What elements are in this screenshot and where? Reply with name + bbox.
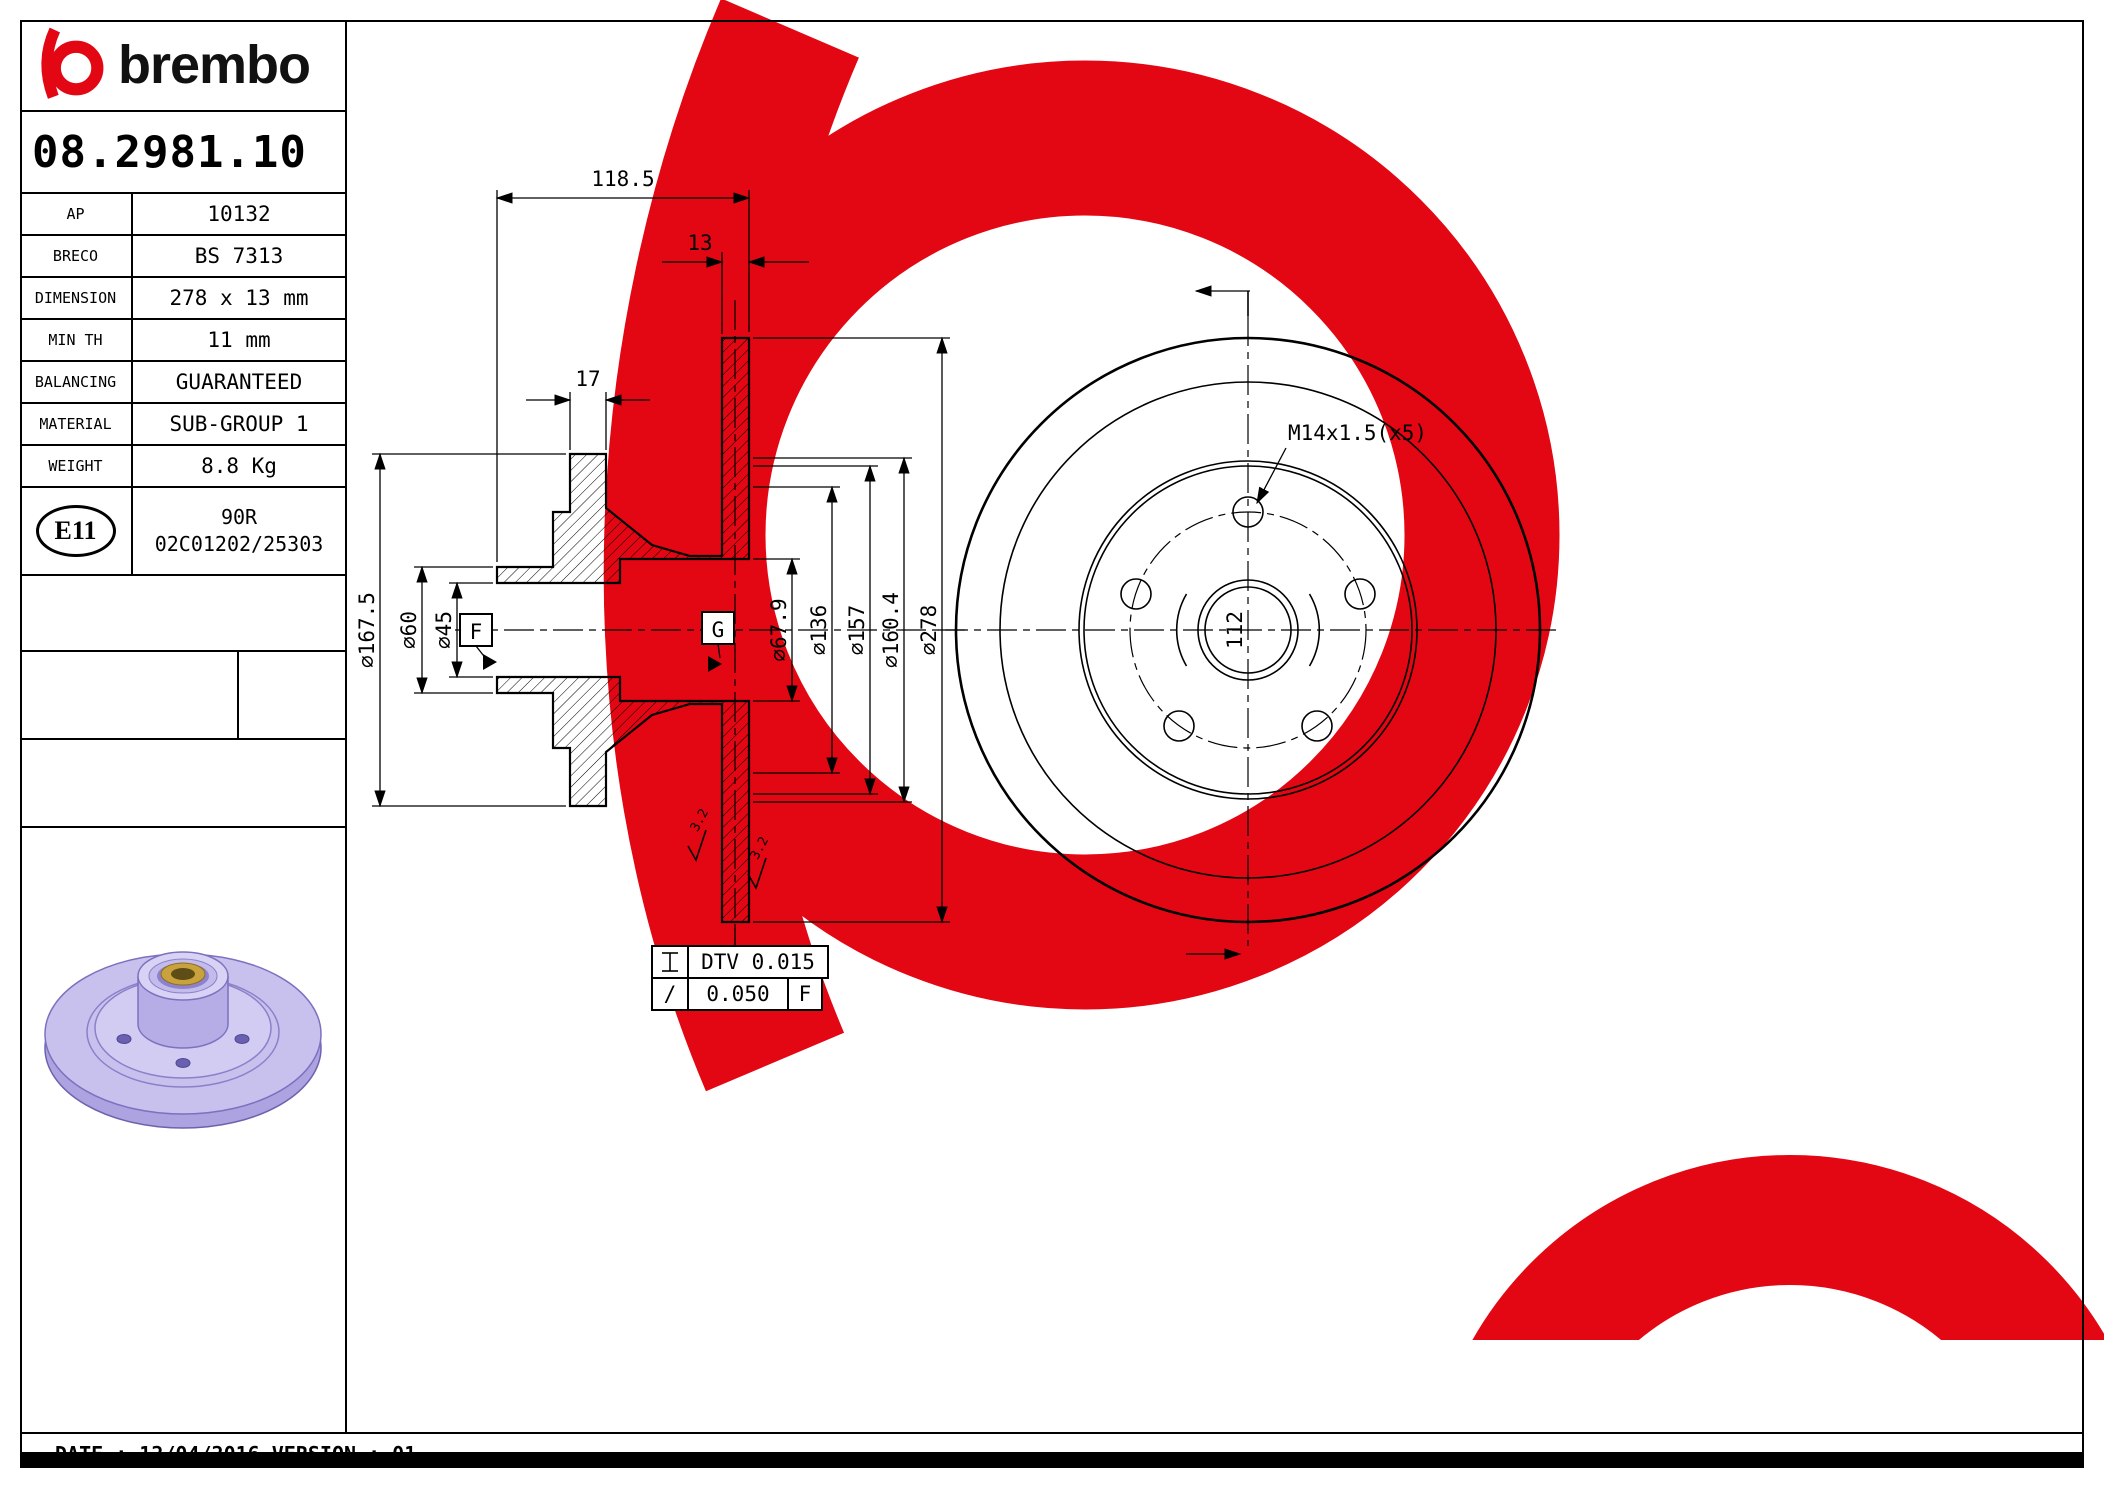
- cross-section-view: [495, 336, 751, 924]
- spec-row-weight: WEIGHT 8.8 Kg: [20, 446, 345, 488]
- spec-row-min-th: MIN TH 11 mm: [20, 320, 345, 362]
- dim-pilot-diameter: ⌀60: [397, 565, 493, 695]
- dim-hat-diameter: ⌀157: [753, 464, 878, 796]
- spec-row-dimension: DIMENSION 278 x 13 mm: [20, 278, 345, 320]
- spec-label: BRECO: [20, 236, 133, 276]
- dim-disc-thickness: 13: [662, 231, 809, 334]
- spec-value: 10132: [207, 202, 271, 226]
- friction-band-circle: [999, 381, 1497, 879]
- spec-label: WEIGHT: [20, 446, 133, 486]
- runout-symbol-icon: /: [664, 982, 677, 1006]
- footer-divider: [20, 1432, 2084, 1434]
- product-render-cell: [20, 828, 345, 1432]
- dim-flange-width: 17: [526, 367, 650, 450]
- thread-label: M14x1.5(x5): [1288, 421, 1427, 445]
- datum-g: G: [701, 611, 735, 672]
- spec-value: SUB-GROUP 1: [169, 412, 309, 436]
- dim-hat-inner-diameter: ⌀136: [753, 485, 840, 775]
- spec-value: 278 x 13 mm: [169, 286, 309, 310]
- bolt-hole: [1163, 710, 1195, 742]
- homologation-line1: 90R: [220, 505, 258, 529]
- dim-label-d278: ⌀278: [917, 605, 941, 656]
- spec-value: 11 mm: [207, 328, 271, 352]
- spec-panel: brembo 08.2981.10 AP 10132 BRECO BS 7313…: [20, 20, 347, 1432]
- runout-value: 0.050: [706, 982, 769, 1006]
- dim-total-width: 118.5: [495, 167, 751, 562]
- bottom-bar: [20, 1452, 2084, 1468]
- dim-label-17: 17: [575, 367, 600, 391]
- dim-label-d167-5: ⌀167.5: [355, 592, 379, 668]
- dim-label-13: 13: [687, 231, 712, 255]
- spec-value: 8.8 Kg: [201, 454, 277, 478]
- hub-section-lower: [495, 675, 751, 924]
- brand-header: brembo: [20, 20, 345, 112]
- dtv-symbol-icon: [662, 952, 678, 972]
- disc-3d-render: [43, 951, 322, 1129]
- dim-label-d67-9: ⌀67.9: [767, 598, 791, 661]
- bolt-hole: [1344, 578, 1376, 610]
- datum-triangle-icon: [708, 656, 722, 672]
- hub-section-upper: [495, 336, 751, 585]
- datum-f: F: [459, 613, 497, 670]
- bolt-hole: [1301, 710, 1333, 742]
- spec-row-ap: AP 10132: [20, 194, 345, 236]
- datum-g-label: G: [712, 618, 725, 642]
- dim-center-diameter: ⌀67.9: [753, 557, 800, 703]
- homologation-row: E11 90R 02C01202/25303: [20, 488, 345, 576]
- bolt-circle: [1129, 511, 1367, 749]
- dim-label-d60: ⌀60: [397, 611, 421, 649]
- roughness-label-right: 3.2: [748, 834, 772, 862]
- brand-name: brembo: [118, 35, 311, 95]
- spec-row-material: MATERIAL SUB-GROUP 1: [20, 404, 345, 446]
- spec-label: BALANCING: [20, 362, 133, 402]
- part-number: 08.2981.10: [20, 112, 345, 194]
- spec-row-breco: BRECO BS 7313: [20, 236, 345, 278]
- runout-datum: F: [799, 982, 812, 1006]
- dim-hat-outer-diameter: ⌀160.4: [753, 456, 912, 804]
- spec-value: BS 7313: [194, 244, 284, 268]
- e11-badge: E11: [35, 505, 116, 557]
- spec-label: AP: [20, 194, 133, 234]
- datum-f-label: F: [470, 620, 483, 644]
- disc-outer-circle: [954, 336, 1542, 924]
- bolt-hole: [1232, 496, 1264, 528]
- spec-label: MATERIAL: [20, 404, 133, 444]
- surface-roughness-icon: 3.2: [687, 806, 712, 862]
- empty-row: [20, 740, 345, 828]
- roughness-label-left: 3.2: [688, 806, 712, 834]
- empty-row: [20, 576, 345, 652]
- spec-label: DIMENSION: [20, 278, 133, 318]
- homologation-line2: 02C01202/25303: [154, 532, 324, 556]
- bolt-hole: [1120, 578, 1152, 610]
- surface-roughness-icon: 3.2: [747, 834, 772, 890]
- brembo-logo-icon: [41, 27, 104, 99]
- hat-circle: [1083, 465, 1413, 795]
- dim-label-d136: ⌀136: [807, 605, 831, 656]
- dim-label-118-5: 118.5: [591, 167, 654, 191]
- tolerance-frames: DTV 0.015 / 0.050 F: [651, 928, 829, 1011]
- spec-label: MIN TH: [20, 320, 133, 360]
- dtv-value: DTV 0.015: [701, 950, 815, 974]
- dim-flange-diameter: ⌀167.5: [355, 452, 566, 808]
- spec-value: GUARANTEED: [175, 370, 303, 394]
- center-bore-circle: [1197, 579, 1299, 681]
- dim-label-d45: ⌀45: [432, 611, 456, 649]
- empty-row: [20, 652, 345, 740]
- dim-label-d157: ⌀157: [845, 605, 869, 656]
- dim-label-d160-4: ⌀160.4: [879, 592, 903, 668]
- bolt-circle-label: 112: [1223, 611, 1247, 649]
- front-view: 112 M14x1.5(x5): [938, 285, 1558, 960]
- datum-triangle-icon: [483, 654, 497, 670]
- dim-bore-diameter: ⌀45: [432, 581, 493, 679]
- spec-row-balancing: BALANCING GUARANTEED: [20, 362, 345, 404]
